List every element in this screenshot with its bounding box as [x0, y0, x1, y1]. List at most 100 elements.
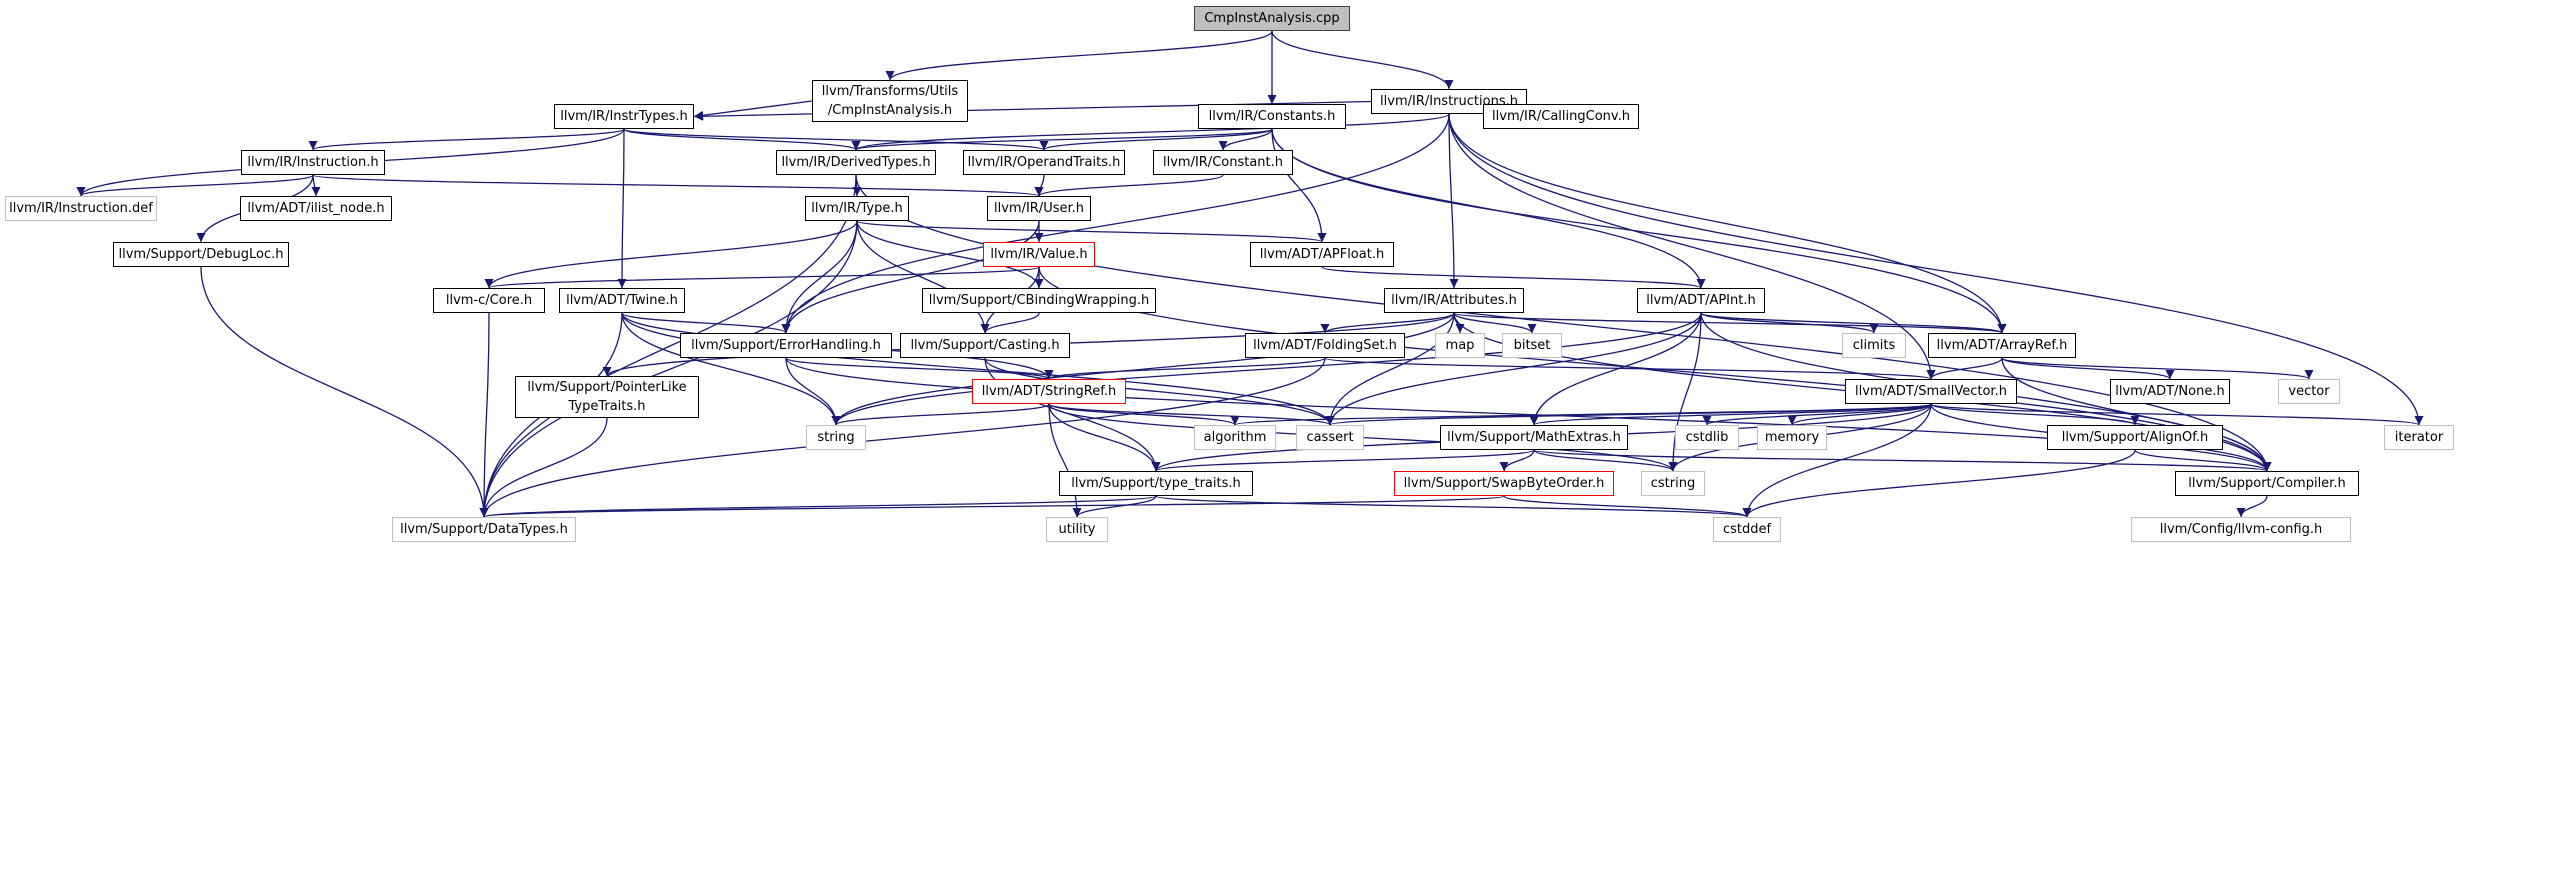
- system-header-node[interactable]: memory: [1757, 425, 1827, 450]
- header-node[interactable]: llvm/ADT/ArrayRef.h: [1928, 333, 2076, 358]
- header-node[interactable]: llvm/IR/DerivedTypes.h: [776, 150, 936, 175]
- include-edge: [2001, 357, 2272, 472]
- include-edge: [1072, 495, 1157, 518]
- include-edge: [1324, 357, 1935, 380]
- system-header-node[interactable]: cstdlib: [1675, 425, 1739, 450]
- system-header-node[interactable]: vector: [2278, 379, 2340, 404]
- include-edge: [1044, 357, 1326, 380]
- header-node[interactable]: llvm/IR/Instruction.h: [241, 150, 385, 175]
- system-header-node[interactable]: cstddef: [1713, 517, 1781, 542]
- header-node[interactable]: llvm/Transforms/Utils /CmpInstAnalysis.h: [812, 80, 968, 122]
- header-node[interactable]: llvm/IR/Constants.h: [1198, 104, 1346, 129]
- include-edge: [1325, 312, 1702, 426]
- header-node[interactable]: llvm-c/Core.h: [433, 288, 545, 313]
- include-edge: [1448, 113, 2007, 334]
- system-header-node[interactable]: cstring: [1641, 471, 1705, 496]
- include-edge: [1039, 128, 1273, 151]
- include-edge: [831, 312, 1702, 426]
- header-node[interactable]: llvm/IR/CallingConv.h: [1483, 104, 1639, 129]
- incomplete-header-node[interactable]: llvm/Support/SwapByteOrder.h: [1394, 471, 1614, 496]
- include-edge: [621, 312, 791, 334]
- include-edge: [1503, 495, 1752, 518]
- header-node[interactable]: llvm/Support/ErrorHandling.h: [680, 333, 892, 358]
- incomplete-header-node[interactable]: llvm/IR/Value.h: [983, 242, 1095, 267]
- include-edge: [781, 220, 1040, 334]
- include-edge: [621, 312, 841, 426]
- header-node[interactable]: llvm/ADT/APFloat.h: [1250, 242, 1394, 267]
- system-header-node[interactable]: climits: [1842, 333, 1906, 358]
- system-header-node[interactable]: llvm/IR/Instruction.def: [5, 196, 157, 221]
- include-edge: [1320, 312, 1455, 334]
- include-edge: [308, 128, 625, 151]
- include-edge: [2134, 449, 2272, 472]
- system-header-node[interactable]: cassert: [1296, 425, 1364, 450]
- include-edge: [1668, 312, 1702, 472]
- include-edge: [480, 495, 1157, 518]
- header-node[interactable]: llvm/Support/DebugLoc.h: [113, 242, 289, 267]
- include-edge: [1930, 403, 2140, 426]
- include-edge: [885, 30, 1273, 81]
- include-edge: [1930, 403, 2424, 426]
- include-edge: [831, 312, 1455, 426]
- root-file-node[interactable]: CmpInstAnalysis.cpp: [1194, 6, 1350, 31]
- include-edge: [1448, 113, 2424, 426]
- header-node[interactable]: llvm/ADT/None.h: [2110, 379, 2230, 404]
- header-node[interactable]: llvm/IR/Type.h: [805, 196, 909, 221]
- header-node[interactable]: llvm/IR/InstrTypes.h: [554, 104, 694, 129]
- header-node[interactable]: llvm/ADT/SmallVector.h: [1845, 379, 2017, 404]
- include-edge: [479, 357, 1326, 518]
- include-edge: [785, 357, 1054, 380]
- header-node[interactable]: llvm/Support/Casting.h: [900, 333, 1070, 358]
- include-edge: [479, 312, 490, 518]
- header-node[interactable]: llvm/Support/CBindingWrapping.h: [922, 288, 1156, 313]
- include-edge: [1700, 312, 2007, 334]
- include-edge: [856, 220, 1044, 289]
- include-edge: [831, 403, 1050, 426]
- system-header-node[interactable]: bitset: [1502, 333, 1562, 358]
- include-edge: [484, 220, 858, 289]
- header-node[interactable]: llvm/IR/Attributes.h: [1384, 288, 1524, 313]
- system-header-node[interactable]: map: [1435, 333, 1485, 358]
- include-edge: [781, 113, 1450, 334]
- system-header-node[interactable]: string: [806, 425, 866, 450]
- header-node[interactable]: llvm/Support/PointerLike TypeTraits.h: [515, 376, 699, 418]
- system-header-node[interactable]: algorithm: [1194, 425, 1276, 450]
- system-header-node[interactable]: utility: [1046, 517, 1108, 542]
- include-edge: [312, 174, 1043, 197]
- header-node[interactable]: llvm/Support/type_traits.h: [1059, 471, 1253, 496]
- include-edge: [1326, 403, 1932, 426]
- include-edge: [1448, 113, 1459, 289]
- header-node[interactable]: llvm/Support/MathExtras.h: [1440, 425, 1628, 450]
- include-edge: [1321, 266, 1706, 289]
- include-edge: [479, 174, 857, 518]
- system-header-node[interactable]: llvm/Support/DataTypes.h: [392, 517, 576, 542]
- include-edge: [856, 220, 990, 334]
- header-node[interactable]: llvm/ADT/Twine.h: [559, 288, 685, 313]
- system-header-node[interactable]: iterator: [2384, 425, 2454, 450]
- include-edge: [2236, 495, 2268, 518]
- include-edge: [1151, 449, 1535, 472]
- header-node[interactable]: llvm/ADT/APInt.h: [1637, 288, 1765, 313]
- incomplete-header-node[interactable]: llvm/ADT/StringRef.h: [972, 379, 1126, 404]
- include-edge: [1499, 449, 1535, 472]
- include-edge: [479, 417, 608, 518]
- include-edge: [623, 128, 1049, 151]
- header-node[interactable]: llvm/Support/Compiler.h: [2175, 471, 2359, 496]
- header-node[interactable]: llvm/ADT/FoldingSet.h: [1245, 333, 1405, 358]
- include-edge: [200, 266, 489, 518]
- include-edge: [1529, 403, 1932, 426]
- header-node[interactable]: llvm/IR/User.h: [987, 196, 1091, 221]
- header-node[interactable]: llvm/IR/Constant.h: [1153, 150, 1293, 175]
- include-edge: [1271, 128, 1327, 243]
- include-edge: [1529, 312, 1702, 426]
- include-edge: [1271, 30, 1454, 90]
- system-header-node[interactable]: llvm/Config/llvm-config.h: [2131, 517, 2351, 542]
- header-node[interactable]: llvm/IR/OperandTraits.h: [963, 150, 1125, 175]
- include-edge: [76, 174, 314, 197]
- header-node[interactable]: llvm/Support/AlignOf.h: [2047, 425, 2223, 450]
- header-node[interactable]: llvm/ADT/ilist_node.h: [240, 196, 392, 221]
- include-edge: [1533, 449, 2271, 472]
- include-edge: [617, 128, 627, 289]
